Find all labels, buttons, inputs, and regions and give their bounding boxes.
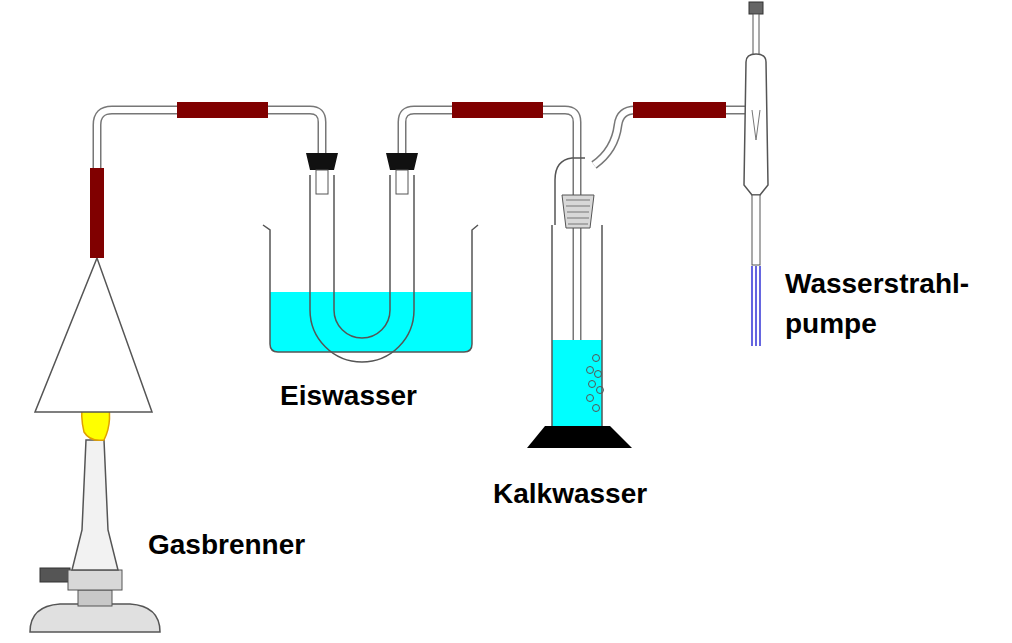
burner-label: Gasbrenner	[148, 525, 368, 565]
rubber-hose	[90, 102, 726, 258]
ice-water-beaker	[263, 153, 478, 362]
funnel	[35, 258, 152, 412]
beaker-label: Eiswasser	[280, 376, 480, 416]
lime-water-bottle	[527, 158, 632, 448]
pump-label: Wasserstrahl- pumpe	[785, 264, 1007, 344]
bottle-label: Kalkwasser	[493, 474, 713, 514]
glass-tubing	[97, 110, 745, 410]
water-jet-pump	[744, 2, 768, 346]
